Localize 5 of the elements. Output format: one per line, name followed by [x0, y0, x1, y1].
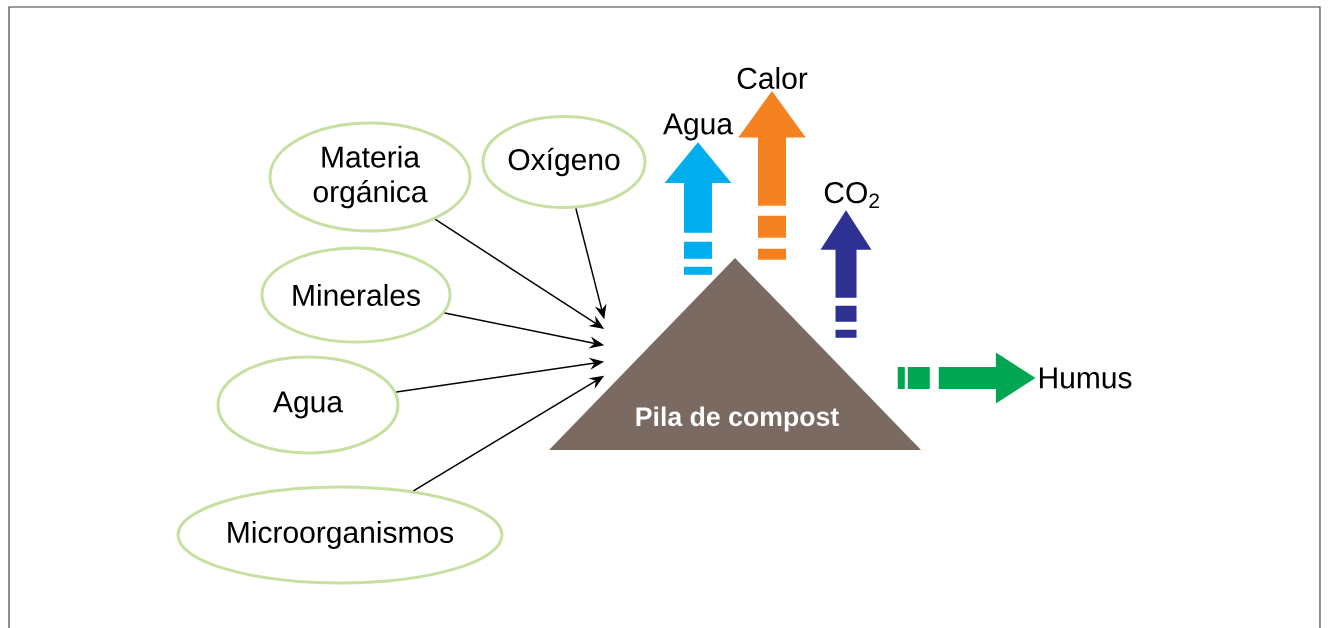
output-label: CO$_{2}$	[824, 181, 879, 209]
output-label: Humus	[1039, 367, 1132, 389]
output-label: Agua	[663, 113, 734, 141]
output-label: Calor	[737, 66, 808, 89]
compost-pile: Pila de compost	[549, 258, 921, 450]
